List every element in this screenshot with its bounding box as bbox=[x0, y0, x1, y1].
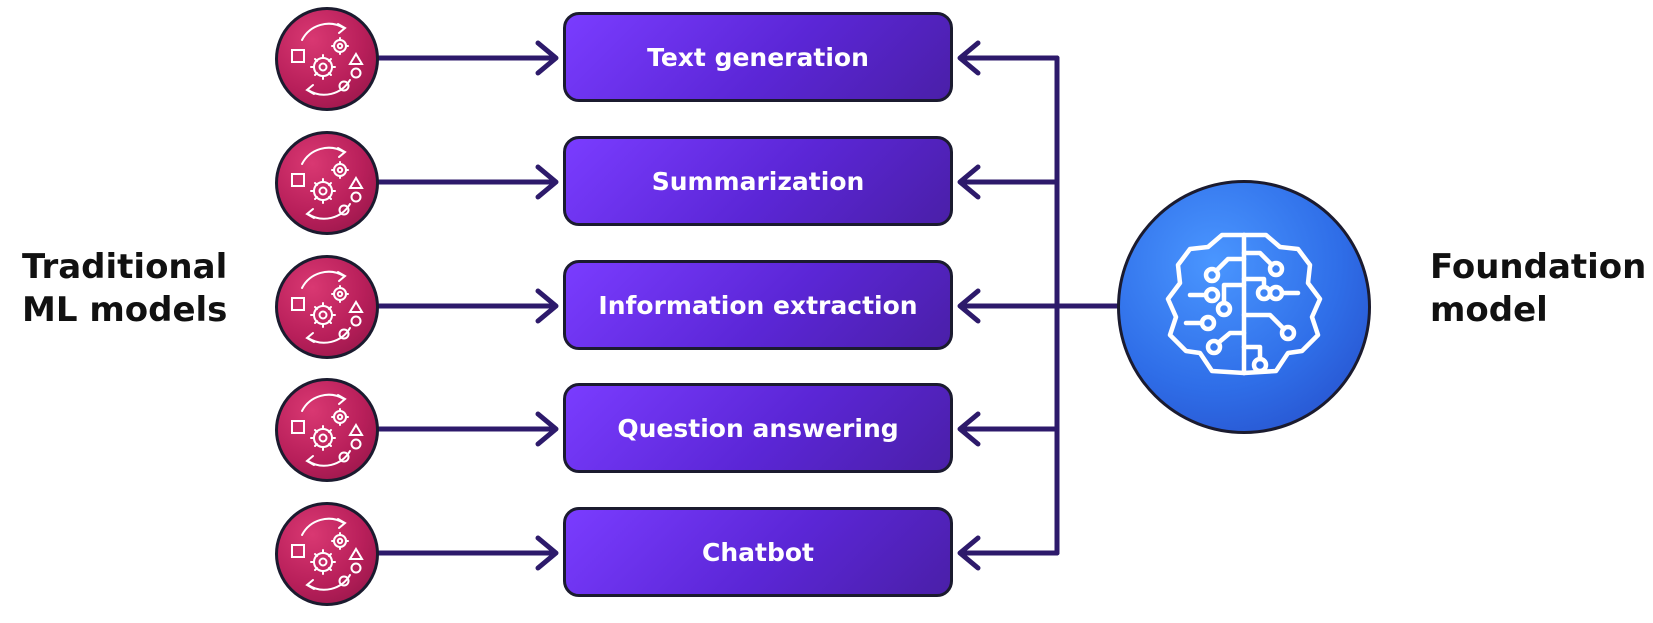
foundation-model-label: Foundation model bbox=[1430, 246, 1646, 332]
task-box-label: Chatbot bbox=[702, 537, 814, 567]
traditional-ml-label: Traditional ML models bbox=[22, 246, 227, 332]
task-box-question-answering: Question answering bbox=[563, 383, 953, 473]
ml-model-icon bbox=[275, 378, 379, 482]
ml-model-icon bbox=[275, 7, 379, 111]
brain-circuit-icon bbox=[1165, 232, 1323, 376]
task-box-chatbot: Chatbot bbox=[563, 507, 953, 597]
ml-model-icon bbox=[275, 131, 379, 235]
ml-model-glyph bbox=[291, 393, 364, 467]
task-box-label: Text generation bbox=[647, 42, 869, 72]
ml-model-icon bbox=[275, 502, 379, 606]
task-box-information-extraction: Information extraction bbox=[563, 260, 953, 350]
foundation-model-circle bbox=[1117, 180, 1371, 434]
ml-model-glyph bbox=[291, 22, 364, 96]
task-box-label: Question answering bbox=[617, 413, 899, 443]
traditional-ml-label-line1: Traditional bbox=[22, 247, 228, 287]
ml-model-glyph bbox=[291, 270, 364, 344]
ml-model-glyph bbox=[291, 517, 364, 591]
task-box-label: Summarization bbox=[651, 166, 865, 196]
ml-model-icon bbox=[275, 255, 379, 359]
foundation-model-label-line1: Foundation bbox=[1430, 247, 1647, 287]
traditional-ml-label-line2: ML models bbox=[22, 290, 228, 330]
foundation-model-label-line2: model bbox=[1430, 290, 1548, 330]
task-box-summarization: Summarization bbox=[563, 136, 953, 226]
task-box-label: Information extraction bbox=[598, 290, 918, 320]
task-box-text-generation: Text generation bbox=[563, 12, 953, 102]
ml-model-glyph bbox=[291, 146, 364, 220]
